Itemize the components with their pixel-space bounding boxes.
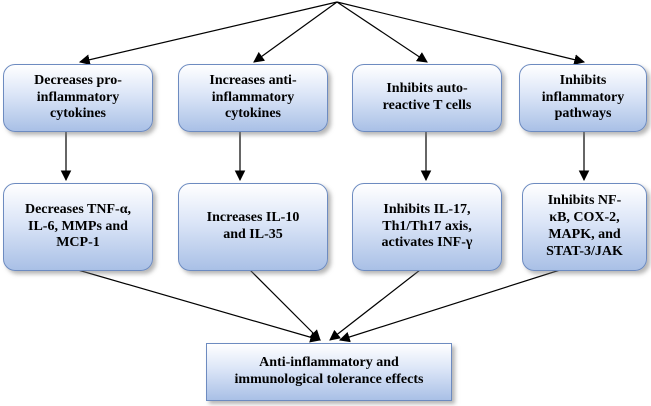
box-increases-anti-inflammatory: Increases anti- inflammatory cytokines [178, 64, 328, 132]
arrow-mid1-to-bottom [77, 269, 322, 343]
box-anti-inflammatory-tolerance-effects: Anti-inflammatory and immunological tole… [206, 343, 452, 401]
arrow-apex-to-box-4 [336, 1, 586, 65]
arrow-mid4-to-bottom [338, 269, 561, 343]
arrow-mid2-to-bottom [249, 269, 321, 341]
arrow-apex-to-box-1 [78, 1, 338, 66]
box-inhibits-nfkb: Inhibits NF- κB, COX-2, MAPK, and STAT-3… [522, 183, 647, 271]
arrow-apex-to-box-2 [253, 1, 338, 63]
box-increases-il10-il35: Increases IL-10 and IL-35 [178, 183, 328, 271]
box-decreases-tnf-il6: Decreases TNF-α, IL-6, MMPs and MCP-1 [3, 183, 153, 271]
arrow-mid3-to-bottom [329, 269, 421, 341]
box-inhibits-il17: Inhibits IL-17, Th1/Th17 axis, activates… [352, 183, 502, 271]
box-inhibits-autoreactive-t-cells: Inhibits auto- reactive T cells [352, 64, 502, 132]
arrow-apex-to-box-3 [336, 1, 428, 63]
box-inhibits-inflammatory-pathways: Inhibits inflammatory pathways [519, 64, 647, 132]
box-decreases-pro-inflammatory: Decreases pro- inflammatory cytokines [3, 64, 153, 132]
